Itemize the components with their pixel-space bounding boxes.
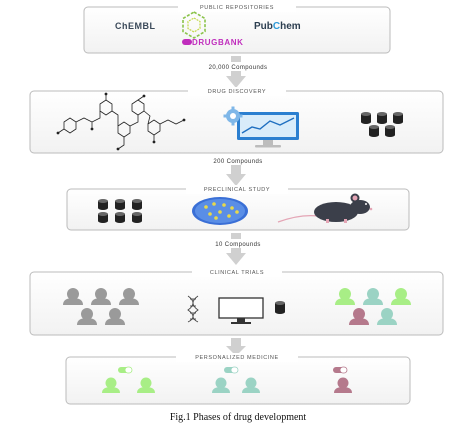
molecule-structure-icon [57, 94, 185, 150]
patient-green-icon [102, 377, 155, 393]
pill-green-icon [118, 366, 133, 374]
panel-preclinical-study: PRECLINICAL STUDY [66, 185, 410, 231]
compound-cylinders-icon [361, 112, 403, 137]
panel-public-repositories: PUBLIC REPOSITORIES ChEMBL PubChem DRUGB… [83, 3, 391, 54]
pill-mauve-icon [333, 366, 348, 374]
stage-title: CLINICAL TRIALS [210, 270, 264, 276]
pubchem-logo-text-end: hem [280, 21, 301, 32]
patient-teal-icon [212, 377, 260, 393]
stage-title: PERSONALIZED MEDICINE [195, 355, 279, 361]
stage-title: PUBLIC REPOSITORIES [200, 5, 274, 11]
drugbank-logo-text: DRUGBANK [192, 38, 243, 47]
flow-arrow [226, 338, 246, 356]
patient-mauve-icon [334, 377, 352, 393]
chembl-hexagon-icon [182, 11, 206, 39]
panel-drug-discovery: DRUG DISCOVERY [29, 87, 444, 154]
stage-title: DRUG DISCOVERY [208, 89, 266, 95]
panel-clinical-trials: CLINICAL TRIALS [29, 268, 444, 336]
petri-dish-icon [192, 197, 248, 225]
stage-title: PRECLINICAL STUDY [204, 187, 270, 193]
pubchem-logo-text: Pub [254, 21, 273, 32]
compound-cylinder-icon [275, 301, 285, 314]
pill-teal-icon [224, 366, 239, 374]
molecule-atoms [56, 92, 186, 151]
chembl-logo-text: ChEMBL [115, 21, 156, 31]
computer-analytics-icon [223, 106, 299, 148]
panel-personalized-medicine: PERSONALIZED MEDICINE [65, 353, 411, 405]
flow-label: 10 Compounds [215, 242, 261, 248]
svg-text:PubChem: PubChem [254, 21, 301, 32]
pubchem-logo-c: C [273, 21, 280, 32]
patient-group-colored-icon [335, 288, 411, 325]
dna-helix-icon [187, 295, 199, 323]
lab-mouse-icon [277, 193, 373, 223]
flow-label: 200 Compounds [213, 159, 262, 165]
drugbank-pill-icon [182, 39, 192, 45]
flow-arrow [226, 56, 246, 88]
compound-cylinders-icon [98, 199, 142, 223]
patient-group-gray-icon [63, 288, 139, 325]
monitor-icon [218, 297, 264, 324]
flow-label: 20,000 Compounds [209, 65, 268, 71]
figure-caption: Fig.1 Phases of drug development [169, 412, 307, 423]
flow-arrow [226, 233, 246, 265]
